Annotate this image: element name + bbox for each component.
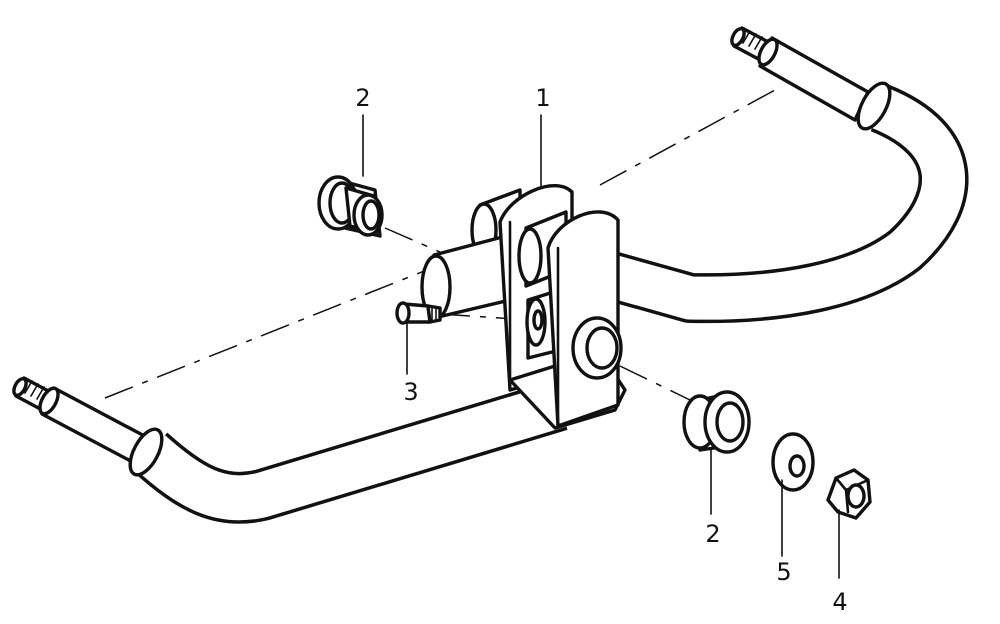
rear-tube-body-fill bbox=[584, 88, 965, 320]
callout-part-3: 3 bbox=[403, 378, 418, 406]
hinge-bracket bbox=[420, 184, 627, 430]
callout-part-2-upper: 2 bbox=[355, 84, 370, 112]
washer bbox=[771, 432, 815, 492]
grease-nipple bbox=[395, 301, 442, 325]
hex-nut bbox=[826, 468, 872, 520]
front-tube bbox=[12, 376, 568, 524]
front-tube-body-fill bbox=[134, 383, 567, 521]
callout-part-4: 4 bbox=[832, 588, 847, 616]
center-lines bbox=[104, 89, 776, 401]
callout-labels: 2 1 3 2 5 4 bbox=[355, 84, 847, 616]
upper-bushing bbox=[317, 175, 384, 238]
callout-part-1: 1 bbox=[535, 84, 550, 112]
leader-lines bbox=[362, 114, 840, 579]
lower-bushing bbox=[682, 390, 751, 454]
rear-tube bbox=[583, 26, 969, 324]
callout-part-2-lower: 2 bbox=[705, 520, 720, 548]
callout-part-5: 5 bbox=[776, 558, 791, 586]
